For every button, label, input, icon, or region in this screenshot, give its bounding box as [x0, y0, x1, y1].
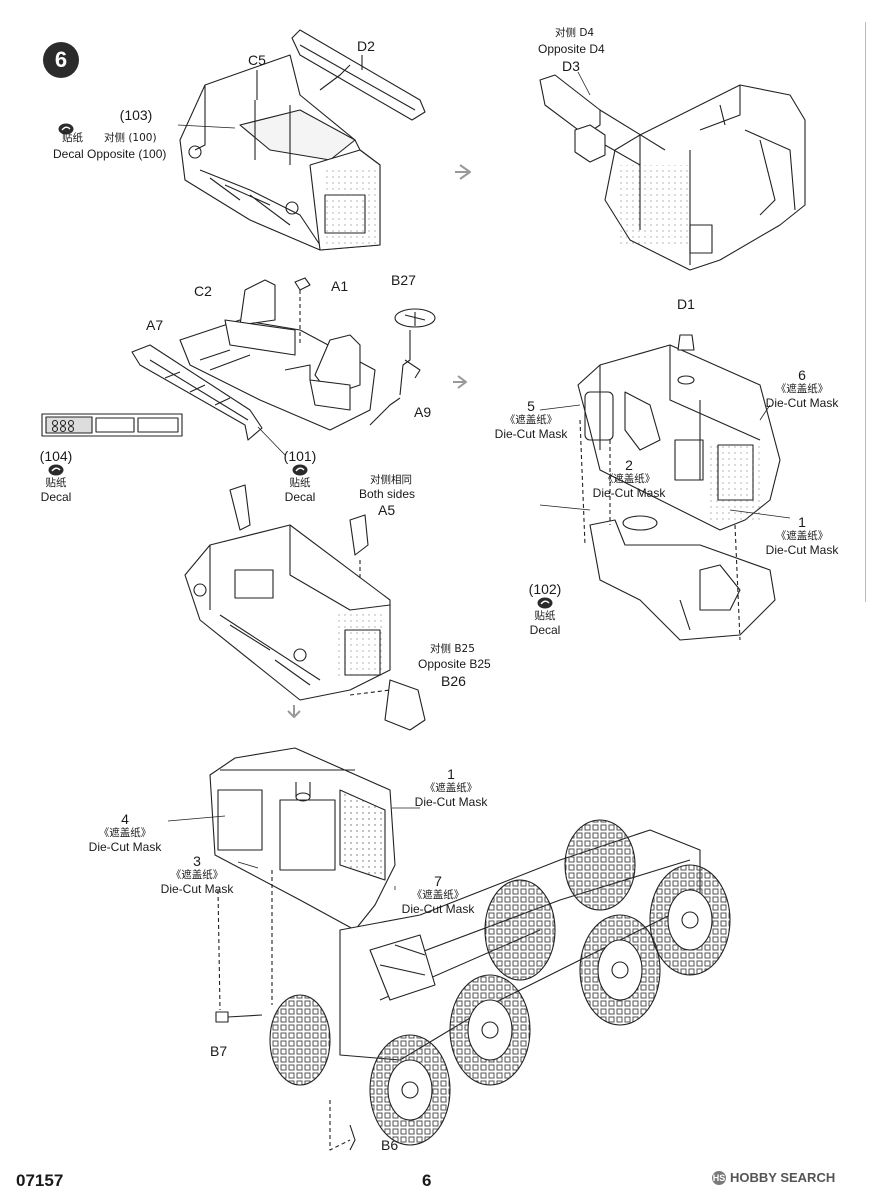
- mask-en-1-top: Die-Cut Mask: [765, 543, 839, 557]
- decal-icon: [58, 123, 74, 135]
- mask-cn-4: 《遮盖纸》: [98, 827, 152, 839]
- mask-number-4: 4: [121, 811, 129, 827]
- mask-number-1-top: 1: [798, 514, 806, 530]
- mask-en-1-bottom: Die-Cut Mask: [414, 795, 488, 809]
- hobby-search-logo-icon: HS: [712, 1170, 726, 1185]
- part-label-b7: B7: [210, 1043, 228, 1059]
- page-number: 6: [422, 1171, 432, 1190]
- mask-en-6: Die-Cut Mask: [765, 396, 839, 410]
- mask-cn-1-top: 《遮盖纸》: [775, 530, 829, 542]
- mask-en-5: Die-Cut Mask: [494, 427, 568, 441]
- mask-callout-1-top: 1 《遮盖纸》 Die-Cut Mask: [760, 514, 844, 557]
- decal-number-102: (102): [528, 581, 562, 597]
- mask-en-3: Die-Cut Mask: [160, 882, 234, 896]
- decal-en-102: Decal: [529, 623, 561, 637]
- decal-opposite-100: Decal Opposite (100): [53, 147, 167, 161]
- part-label-d1: D1: [677, 296, 695, 312]
- opposite-b25-cn: 对侧 B25: [430, 643, 475, 655]
- part-label-c5: C5: [248, 52, 266, 68]
- mask-number-6: 6: [798, 367, 806, 383]
- mask-callout-6: 6 《遮盖纸》 Die-Cut Mask: [760, 367, 844, 410]
- mask-cn-1-bottom: 《遮盖纸》: [424, 782, 478, 794]
- mask-number-2: 2: [625, 457, 633, 473]
- decal-cn-104: 贴纸: [45, 477, 67, 489]
- watermark-text: HOBBY SEARCH: [730, 1170, 836, 1185]
- mask-cn-7: 《遮盖纸》: [411, 889, 465, 901]
- mask-callout-4: 4 《遮盖纸》 Die-Cut Mask: [84, 811, 166, 854]
- part-label-b26: B26: [441, 673, 466, 689]
- mask-cn-6: 《遮盖纸》: [775, 383, 829, 395]
- step-number-badge: 6: [43, 42, 79, 78]
- mask-number-3: 3: [193, 853, 201, 869]
- kit-number: 07157: [16, 1171, 64, 1190]
- part-label-c2: C2: [194, 283, 212, 299]
- decal-callout-102: (102) 贴纸 Decal: [524, 581, 566, 637]
- part-label-d2: D2: [357, 38, 375, 54]
- opposite-b25: Opposite B25: [418, 657, 491, 671]
- mask-callout-1-bottom: 1 《遮盖纸》 Die-Cut Mask: [410, 766, 492, 809]
- opposite-100-cn: 对侧 (100): [104, 132, 157, 144]
- decal-cn-label: 贴纸: [62, 132, 83, 144]
- decal-cn-101: 贴纸: [289, 477, 311, 489]
- decal-number-104: (104): [39, 448, 73, 464]
- mask-en-4: Die-Cut Mask: [88, 840, 162, 854]
- decal-en-101: Decal: [284, 490, 316, 504]
- mask-number-5: 5: [527, 398, 535, 414]
- part-label-b6: B6: [381, 1137, 399, 1153]
- decal-cn-102: 贴纸: [534, 610, 556, 622]
- truck-assembly: [167, 747, 731, 1151]
- decal-callout-101: (101) 贴纸 Decal: [279, 448, 321, 504]
- interior-floor: [41, 277, 436, 456]
- mask-callout-3: 3 《遮盖纸》 Die-Cut Mask: [156, 853, 238, 896]
- down-arrow: [287, 705, 301, 718]
- page-edge-line: [865, 22, 866, 602]
- mask-callout-5: 5 《遮盖纸》 Die-Cut Mask: [490, 398, 572, 441]
- decal-number-103: (103): [119, 107, 153, 123]
- watermark: HS HOBBY SEARCH: [712, 1170, 835, 1185]
- both-sides: Both sides: [359, 487, 416, 501]
- mask-cn-2: 《遮盖纸》: [602, 473, 656, 485]
- next-arrow-2: [453, 375, 467, 389]
- cab-shell-side: [184, 484, 426, 731]
- part-label-d3: D3: [562, 58, 580, 74]
- mask-number-7: 7: [434, 873, 442, 889]
- part-label-b27: B27: [391, 272, 416, 288]
- decal-number-101: (101): [283, 448, 317, 464]
- decal-icon: [292, 464, 308, 476]
- mask-en-2: Die-Cut Mask: [592, 486, 666, 500]
- part-label-a5: A5: [378, 502, 396, 518]
- decal-icon: [48, 464, 64, 476]
- decal-en-104: Decal: [40, 490, 72, 504]
- both-sides-cn: 对侧相同: [370, 474, 412, 486]
- cab-upper-assembly: [539, 334, 791, 641]
- decal-callout-104: (104) 贴纸 Decal: [36, 448, 76, 504]
- mask-callout-2: 2 《遮盖纸》 Die-Cut Mask: [588, 457, 670, 500]
- decal-icon: [537, 597, 553, 609]
- opposite-d4: Opposite D4: [538, 42, 605, 56]
- mask-cn-5: 《遮盖纸》: [504, 414, 558, 426]
- cab-shell-front: [539, 71, 806, 271]
- mask-cn-3: 《遮盖纸》: [170, 869, 224, 881]
- part-label-a9: A9: [414, 404, 432, 420]
- mask-en-7: Die-Cut Mask: [401, 902, 475, 916]
- cab-shell-rear: [177, 29, 426, 251]
- part-label-a7: A7: [146, 317, 164, 333]
- decal-callout-103: (103): [52, 107, 180, 136]
- mask-number-1-bottom: 1: [447, 766, 455, 782]
- opposite-d4-cn: 对侧 D4: [555, 27, 595, 39]
- part-label-a1: A1: [331, 278, 349, 294]
- next-arrow: [455, 164, 471, 180]
- mask-callout-7: 7 《遮盖纸》 Die-Cut Mask: [397, 873, 479, 916]
